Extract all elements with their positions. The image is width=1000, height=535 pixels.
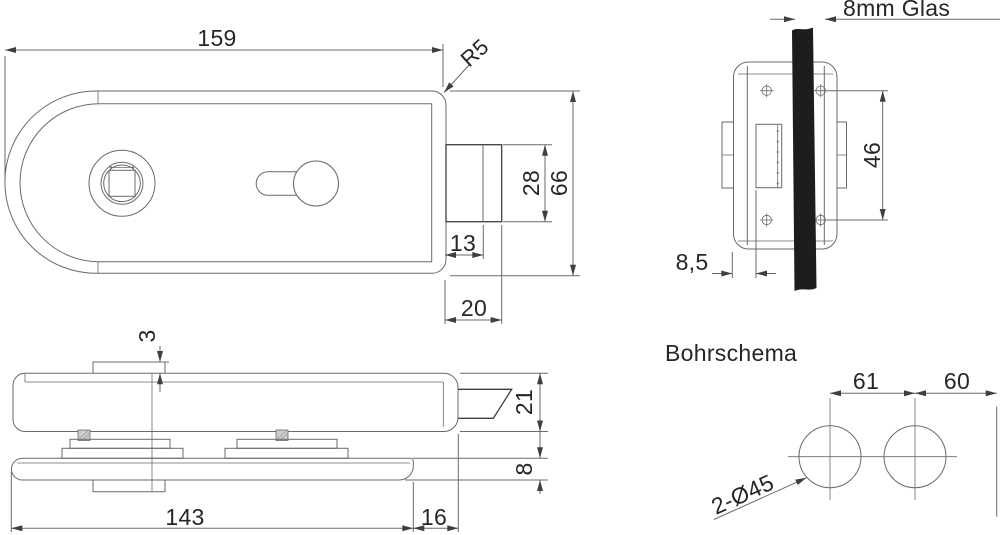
- screw-icon: [760, 84, 774, 98]
- side-view-dimensions: 46 8,5 8mm Glas: [676, 0, 1000, 278]
- strike-box: [755, 123, 783, 189]
- dim-tab-height: 3: [134, 329, 160, 342]
- top-tab: [92, 361, 166, 374]
- bottom-tab: [92, 480, 166, 493]
- dim-body-width: 159: [197, 25, 236, 51]
- screw-icon: [814, 213, 828, 227]
- dim-body-thickness: 21: [511, 389, 537, 415]
- side-view: 46 8,5 8mm Glas: [676, 0, 1000, 291]
- dim-glass-offset: 8,5: [676, 249, 709, 275]
- drill-schema-dimensions: 61 60 2-Ø45: [707, 368, 998, 520]
- front-view: 159 R5 28 66 13 20: [4, 25, 580, 324]
- hole-spec-label: 2-Ø45: [707, 469, 777, 520]
- lock-body-outline: [4, 90, 447, 274]
- glass-pane: [792, 27, 817, 291]
- screw-sections: [77, 429, 289, 441]
- screw-icon: [760, 213, 774, 227]
- dim-body-height: 66: [546, 170, 572, 196]
- latch-bolt-edge: [458, 388, 513, 419]
- dim-hole-spacing: 61: [853, 368, 879, 394]
- drill-schema-title: Bohrschema: [665, 340, 797, 366]
- housing-outline: [733, 61, 838, 250]
- glass-label: 8mm Glas: [843, 0, 950, 21]
- bottom-view: 3 21 8 143 16: [10, 329, 548, 532]
- dim-edge-distance: 60: [944, 368, 970, 394]
- bottom-view-dimensions: 3 21 8 143 16: [10, 329, 548, 532]
- dim-screw-spacing: 46: [859, 142, 885, 168]
- latch-bolt-front: [445, 144, 503, 223]
- dim-latch-offset: 16: [421, 504, 447, 530]
- dim-corner-radius: R5: [456, 34, 494, 72]
- spindle-hole: [88, 149, 156, 217]
- body-edge-outline: [12, 361, 513, 492]
- screw-icon: [814, 84, 828, 98]
- dim-latch-depth: 20: [461, 295, 487, 321]
- mounting-pads: [61, 438, 349, 459]
- drill-schema: Bohrschema 61 60 2-Ø45: [665, 340, 998, 520]
- back-plate-outline: [11, 457, 414, 493]
- dim-plate-length: 143: [165, 504, 204, 530]
- dim-plate-thickness: 8: [511, 462, 537, 475]
- dim-latch-height: 28: [518, 170, 544, 196]
- keyhole: [255, 160, 339, 207]
- screw-marks: [760, 84, 828, 227]
- drill-holes: [788, 398, 957, 500]
- front-view-dimensions: 159 R5 28 66 13 20: [4, 25, 580, 324]
- side-tabs: [721, 121, 847, 189]
- dim-latch-inset: 13: [450, 230, 476, 256]
